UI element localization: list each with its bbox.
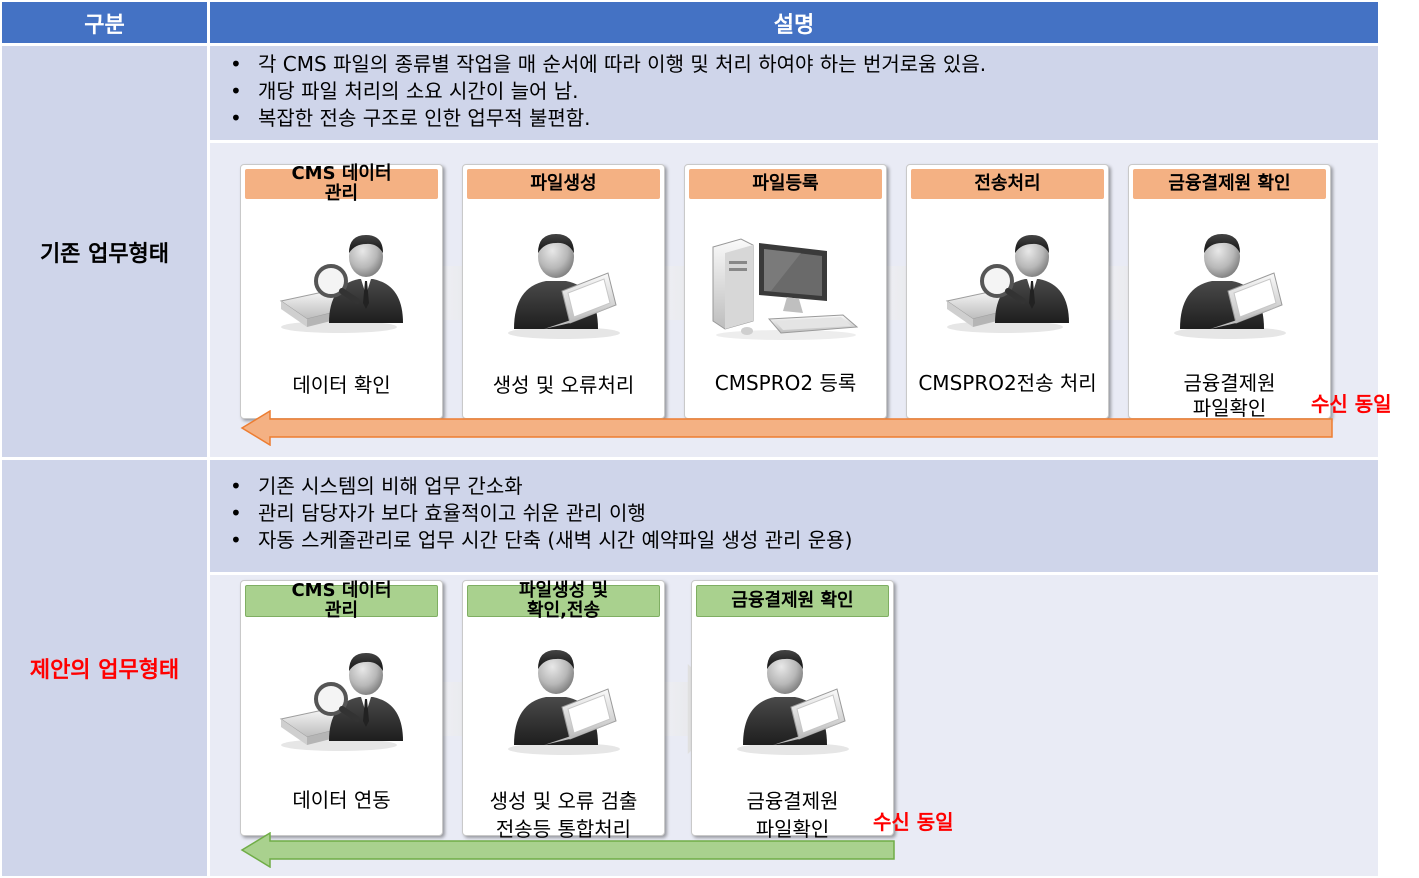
person-laptop-icon	[733, 641, 853, 756]
step-title: 금융결제원 확인	[696, 585, 889, 617]
step-title: 파일생성	[467, 169, 660, 199]
desktop-computer-icon	[711, 235, 861, 340]
step-title: CMS 데이터 관리	[245, 164, 438, 204]
step-title: 파일생성 및 확인,전송	[467, 581, 660, 621]
header-category-label: 구분	[84, 12, 125, 38]
step-title-text: 금융결제원 확인	[1168, 173, 1291, 194]
person-magnifier-icon	[277, 641, 407, 751]
step-card-file-register: 파일등록 CMSPRO2 등록	[684, 164, 887, 419]
step-card-cms-data: CMS 데이터 관리 데이터 확인	[240, 164, 443, 419]
step-title-text: 금융결제원 확인	[731, 590, 854, 611]
step-card-transmit: 전송처리 CMSPRO2전송 처리	[906, 164, 1109, 419]
bullet-item: 복잡한 전송 구조로 인한 업무적 불편함.	[230, 105, 1378, 132]
step-title-text: CMS 데이터 관리	[291, 580, 392, 621]
proposed-label-cell: 제안의 업무형태	[2, 460, 207, 876]
step-title: 전송처리	[911, 169, 1104, 199]
step-caption: 데이터 확인	[292, 373, 391, 397]
bullet-item: 관리 담당자가 보다 효율적이고 쉬운 관리 이행	[230, 500, 1378, 527]
step-card-kftc-confirm: 금융결제원 확인 금융결제원 파일확인	[1128, 164, 1331, 420]
person-laptop-icon	[504, 225, 624, 340]
step-card-kftc-confirm: 금융결제원 확인 금융결제원 파일확인	[691, 580, 894, 841]
step-caption: 데이터 연동	[292, 788, 391, 812]
bullet-item: 자동 스케줄관리로 업무 시간 단축 (새벽 시간 예약파일 생성 관리 운용)	[230, 527, 1378, 554]
existing-label-cell: 기존 업무형태	[2, 46, 207, 457]
header-category: 구분	[2, 2, 207, 43]
header-description: 설명	[210, 2, 1378, 43]
person-magnifier-icon	[277, 223, 407, 333]
bullet-item: 개당 파일 처리의 소요 시간이 늘어 남.	[230, 78, 1378, 105]
step-title: 파일등록	[689, 169, 882, 199]
person-laptop-icon	[504, 641, 624, 756]
step-caption: 생성 및 오류처리	[492, 373, 635, 397]
person-magnifier-icon	[943, 223, 1073, 333]
return-label: 수신 동일	[873, 810, 954, 834]
step-caption: CMSPRO2전송 처리	[918, 371, 1097, 395]
step-card-file-create: 파일생성 생성 및 오류처리	[462, 164, 665, 419]
existing-label: 기존 업무형태	[39, 241, 170, 267]
step-title-text: 전송처리	[974, 173, 1041, 194]
return-label: 수신 동일	[1311, 392, 1392, 416]
return-arrow-icon	[240, 410, 1333, 446]
step-title: CMS 데이터 관리	[245, 581, 438, 621]
step-title-text: 파일생성	[530, 173, 597, 194]
proposed-bullets: 기존 시스템의 비해 업무 간소화 관리 담당자가 보다 효율적이고 쉬운 관리…	[210, 460, 1378, 572]
step-title-text: 파일생성 및 확인,전송	[518, 580, 609, 621]
step-caption: 금융결제원 파일확인	[1183, 371, 1276, 420]
return-arrow-icon	[240, 832, 895, 868]
existing-bullets: 각 CMS 파일의 종류별 작업을 매 순서에 따라 이행 및 처리 하여야 하…	[210, 46, 1378, 140]
step-caption: 생성 및 오류 검출 전송등 통합처리	[489, 789, 638, 841]
header-description-label: 설명	[773, 12, 815, 38]
bullet-item: 기존 시스템의 비해 업무 간소화	[230, 473, 1378, 500]
step-card-create-transmit: 파일생성 및 확인,전송 생성 및 오류 검출 전송등 통합처리	[462, 580, 665, 841]
step-card-cms-data: CMS 데이터 관리 데이터 연동	[240, 580, 443, 836]
step-caption: 금융결제원 파일확인	[746, 789, 839, 841]
step-title: 금융결제원 확인	[1133, 169, 1326, 199]
person-laptop-icon	[1170, 225, 1290, 340]
step-caption: CMSPRO2 등록	[714, 371, 857, 395]
bullet-item: 각 CMS 파일의 종류별 작업을 매 순서에 따라 이행 및 처리 하여야 하…	[230, 51, 1378, 78]
proposed-label: 제안의 업무형태	[29, 658, 180, 683]
step-title-text: CMS 데이터 관리	[291, 163, 392, 204]
step-title-text: 파일등록	[752, 173, 819, 194]
